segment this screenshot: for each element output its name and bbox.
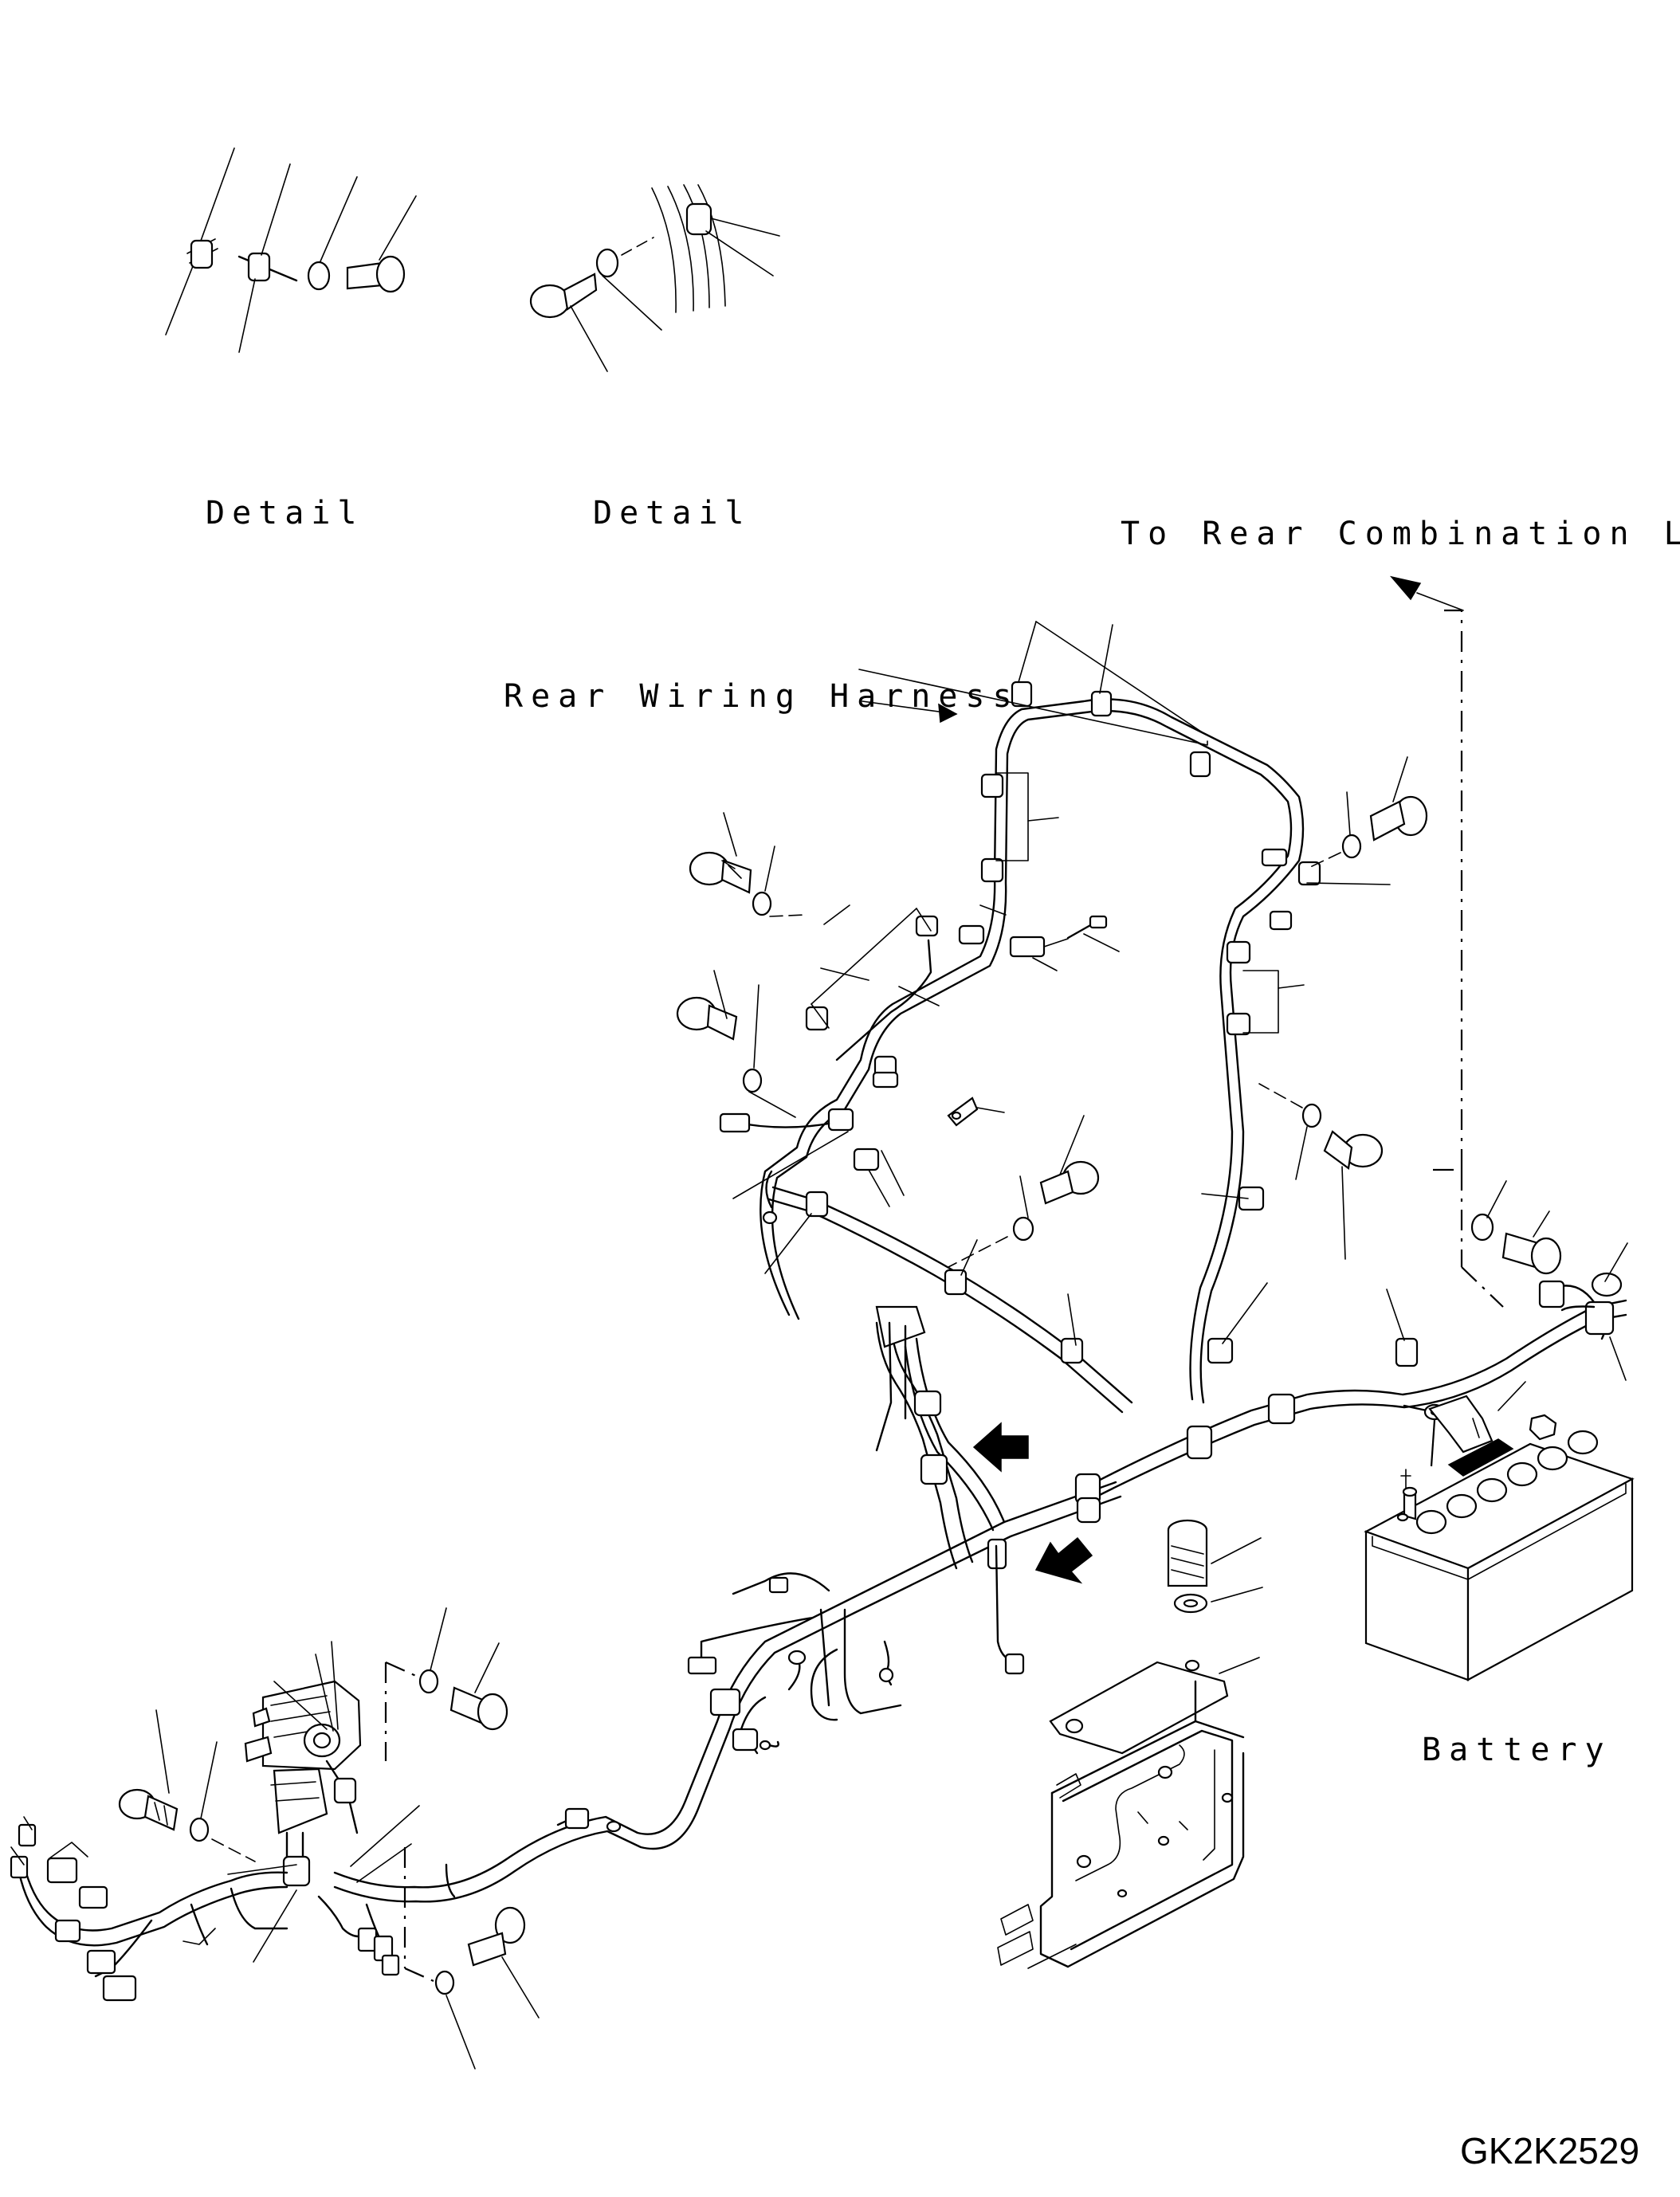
drawing-code: GK2K2529	[1460, 2130, 1640, 2171]
front-harness-hardware	[118, 1607, 540, 2069]
battery-label: Battery	[1422, 1732, 1612, 1768]
rear-wiring-harness	[719, 681, 1321, 1414]
detail-right-label: Detail	[593, 495, 752, 532]
rear-harness-leaders	[732, 621, 1391, 1346]
detail-right-clamp-assembly	[529, 184, 780, 372]
detail-left-clamp-assembly	[165, 147, 417, 353]
detail-left-label: Detail	[206, 495, 364, 532]
arrows	[862, 575, 1464, 1584]
battery	[1364, 1414, 1635, 1681]
rear-wiring-harness-label: Rear Wiring Harness	[504, 678, 1020, 715]
battery-cables	[1078, 1168, 1628, 1505]
rear-combination-lamp-label: To Rear Combination Lamp L.H.	[1121, 516, 1680, 552]
main-wiring-harness	[10, 1305, 1122, 2002]
battery-box-bracket	[997, 1519, 1263, 1969]
rear-harness-hardware	[676, 756, 1428, 1268]
